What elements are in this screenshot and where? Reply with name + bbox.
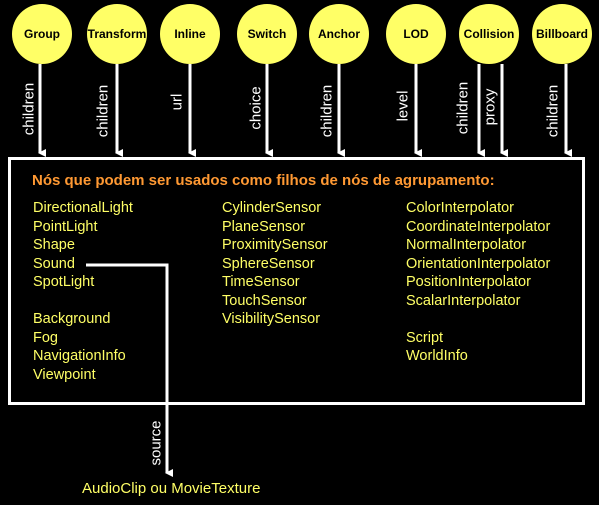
list-item: PlaneSensor: [222, 218, 306, 235]
list-item: Background: [33, 311, 111, 327]
list-item: Fog: [33, 329, 58, 346]
list-item: ScalarInterpolator: [406, 292, 521, 309]
node-billboard: Billboard: [532, 4, 592, 64]
list-item: PointLight: [33, 218, 98, 235]
field-label-billboard: children: [544, 84, 562, 138]
node-anchor-label: Anchor: [318, 27, 360, 41]
column-2: CylinderSensor PlaneSensor ProximitySens…: [222, 199, 328, 329]
node-collision-label: Collision: [463, 27, 515, 41]
node-anchor: Anchor: [309, 4, 369, 64]
list-item: PositionInterpolator: [406, 274, 531, 290]
list-item: SpotLight: [33, 274, 95, 290]
node-switch: Switch: [237, 4, 297, 64]
field-label-anchor: children: [318, 84, 336, 138]
field-label-group: children: [20, 82, 38, 136]
node-group: Group: [12, 4, 72, 64]
list-item: ColorInterpolator: [406, 200, 514, 216]
field-label-lod: level: [394, 90, 412, 122]
field-label-collision-children: children: [454, 81, 472, 135]
list-item: CoordinateInterpolator: [406, 218, 551, 235]
node-transform: Transform: [87, 4, 147, 64]
field-label-transform: children: [94, 84, 112, 138]
panel-title: Nós que podem ser usados como filhos de …: [32, 172, 495, 189]
list-item: WorldInfo: [406, 348, 468, 364]
field-label-switch: choice: [247, 86, 265, 130]
field-label-collision-proxy: proxy: [481, 88, 499, 126]
list-item: Viewpoint: [33, 366, 96, 383]
node-collision: Collision: [459, 4, 519, 64]
field-label-inline: url: [168, 93, 186, 111]
node-switch-label: Switch: [247, 27, 287, 41]
list-item: VisibilitySensor: [222, 311, 321, 327]
node-group-label: Group: [24, 27, 60, 41]
list-item: TouchSensor: [222, 292, 307, 309]
list-item: NavigationInfo: [33, 348, 126, 364]
node-lod: LOD: [386, 4, 446, 64]
list-item-sound: Sound: [33, 255, 75, 272]
node-billboard-label: Billboard: [535, 27, 588, 41]
node-inline-label: Inline: [174, 27, 206, 41]
list-item: CylinderSensor: [222, 200, 322, 216]
list-item: OrientationInterpolator: [406, 255, 551, 272]
sound-source-target: AudioClip ou MovieTexture: [82, 480, 261, 497]
node-transform-label: Transform: [87, 27, 147, 41]
list-item: NormalInterpolator: [406, 237, 527, 253]
list-item: Script: [406, 329, 444, 346]
column-1: DirectionalLight PointLight Shape Sound …: [33, 199, 133, 384]
column-3: ColorInterpolator CoordinateInterpolator…: [406, 199, 550, 366]
node-lod-label: LOD: [403, 27, 429, 41]
list-item: Shape: [33, 237, 75, 253]
list-item: SphereSensor: [222, 255, 315, 272]
field-label-source: source: [147, 420, 165, 466]
list-item: DirectionalLight: [33, 200, 133, 216]
node-inline: Inline: [160, 4, 220, 64]
list-item: TimeSensor: [222, 274, 300, 290]
list-item: ProximitySensor: [222, 237, 328, 253]
children-panel: [8, 157, 585, 405]
